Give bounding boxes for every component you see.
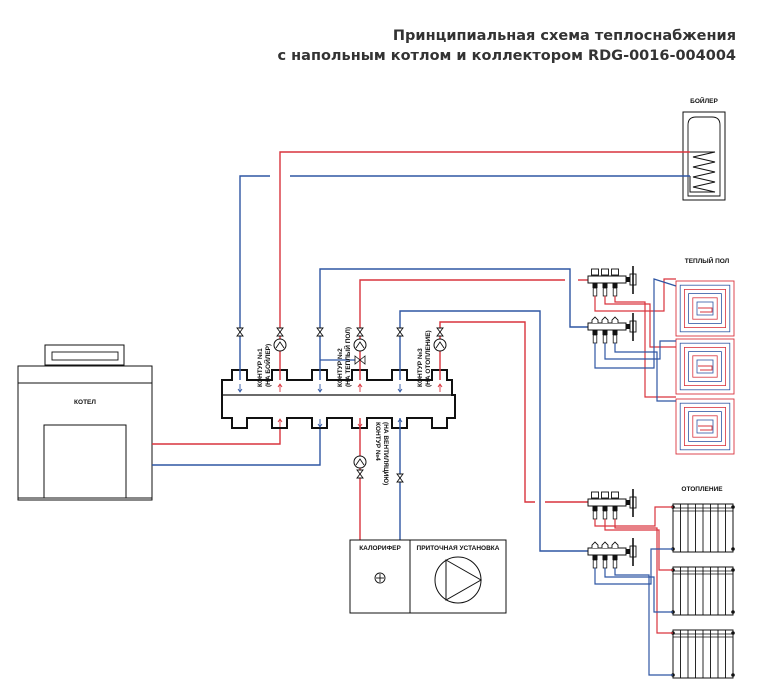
- boiler: КОТЕЛ: [17, 344, 153, 501]
- radiator-manifolds: [587, 489, 637, 569]
- floor-heating-label: ТЕПЛЫЙ ПОЛ: [685, 256, 730, 265]
- diagram-title: Принципиальная схема теплоснабжения с на…: [278, 26, 737, 66]
- manifold-icon: [587, 538, 637, 569]
- circuit-4-label-2: (НА ВЕНТИЛЯЦИЮ): [382, 422, 389, 485]
- circuit-4: КОНТУР №4 (НА ВЕНТИЛЯЦИЮ): [353, 418, 404, 540]
- radiators: [594, 503, 735, 679]
- circuit-3-label-2: (НА ОТОПЛЕНИЕ): [425, 330, 432, 387]
- floor-supply-pipe: [594, 278, 676, 312]
- pump-icon[interactable]: [353, 455, 367, 469]
- title-line-1: Принципиальная схема теплоснабжения: [392, 28, 736, 44]
- manifold-icon: [587, 489, 637, 520]
- boiler-return-pipe: [152, 420, 321, 466]
- circuit-1-supply-pipe: [279, 151, 690, 380]
- zigzag-coil-icon: [689, 151, 716, 193]
- title-line-2: с напольным котлом и коллектором RDG-001…: [277, 48, 737, 64]
- air-handler-box: [409, 539, 507, 614]
- ventilation-unit: КАЛОРИФЕР ПРИТОЧНАЯ УСТАНОВКА: [349, 539, 507, 614]
- manifold-icon: [587, 266, 637, 297]
- pump-icon[interactable]: [273, 338, 287, 352]
- air-handler-label: ПРИТОЧНАЯ УСТАНОВКА: [417, 545, 500, 552]
- boiler-supply-pipe: [152, 420, 281, 445]
- ball-valve-icon[interactable]: [316, 327, 324, 337]
- floor-return-pipe: [604, 340, 676, 360]
- radiator-supply-pipe: [604, 519, 673, 571]
- ball-valve-icon[interactable]: [356, 327, 364, 337]
- circuit-2-label-1: КОНТУР №2: [337, 348, 344, 387]
- flow-arrows: [237, 383, 443, 428]
- circuit-2-label-2: (НА ТЕПЛЫЙ ПОЛ): [343, 327, 352, 387]
- circuit-3: КОНТУР №3 (НА ОТОПЛЕНИЕ): [396, 310, 590, 552]
- radiator-icon: [671, 629, 735, 679]
- circuit-2-supply-pipe: [359, 279, 565, 380]
- three-way-valve-icon[interactable]: [354, 355, 366, 365]
- radiator-supply-pipe: [614, 519, 673, 634]
- boiler-door: [43, 424, 127, 499]
- ball-valve-icon[interactable]: [396, 327, 404, 337]
- manifold-icon: [587, 313, 637, 344]
- radiator-return-pipe: [604, 568, 673, 613]
- heating-label: ОТОПЛЕНИЕ: [681, 486, 723, 493]
- radiator-supply-pipe: [594, 506, 673, 527]
- circuit-1-label-1: КОНТУР №1: [257, 348, 264, 387]
- radiator-return-pipe: [614, 568, 673, 676]
- radiator-icon: [671, 503, 735, 553]
- boiler-tank-label: БОЙЛЕР: [690, 96, 718, 105]
- pump-icon[interactable]: [353, 338, 367, 352]
- circuit-1-return-pipe: [239, 175, 270, 380]
- circuit-2: КОНТУР №2 (НА ТЕПЛЫЙ ПОЛ): [316, 268, 590, 387]
- pump-icon[interactable]: [433, 338, 447, 352]
- fan-triangle-icon: [434, 556, 483, 604]
- spiral-loop-icon: [675, 398, 735, 455]
- circuit-1: КОНТУР №1 (НА БОЙЛЕР): [236, 151, 690, 387]
- boiler-tank-inner: [687, 116, 721, 197]
- boiler-label: КОТЕЛ: [74, 399, 96, 406]
- boiler-tank-outer: [682, 111, 726, 201]
- floor-return-pipe: [614, 343, 676, 402]
- floor-heating-loops: [594, 278, 735, 455]
- floor-supply-pipe: [614, 296, 676, 398]
- plus-circle-icon: [374, 572, 386, 584]
- radiator-icon: [671, 566, 735, 616]
- boiler-display: [51, 351, 119, 361]
- circuit-4-label-1: КОНТУР №4: [374, 422, 381, 461]
- floor-heating-manifolds: [587, 266, 637, 344]
- ball-valve-icon[interactable]: [276, 327, 284, 337]
- ball-valve-icon[interactable]: [436, 327, 444, 337]
- ball-valve-icon[interactable]: [396, 473, 404, 483]
- floor-return-pipe: [594, 278, 677, 369]
- circuit-3-label-1: КОНТУР №3: [417, 348, 424, 387]
- ball-valve-icon[interactable]: [236, 327, 244, 337]
- heater-label: КАЛОРИФЕР: [359, 545, 401, 552]
- spiral-loop-icon: [675, 280, 735, 337]
- spiral-loop-icon: [675, 338, 735, 395]
- floor-supply-pipe: [604, 296, 676, 348]
- circuit-2-return-pipe: [319, 268, 590, 380]
- ball-valve-icon[interactable]: [356, 469, 364, 479]
- boiler-tank: БОЙЛЕР: [682, 96, 726, 201]
- circuit-1-label-2: (НА БОЙЛЕР): [263, 344, 272, 387]
- radiator-return-pipe: [594, 548, 673, 585]
